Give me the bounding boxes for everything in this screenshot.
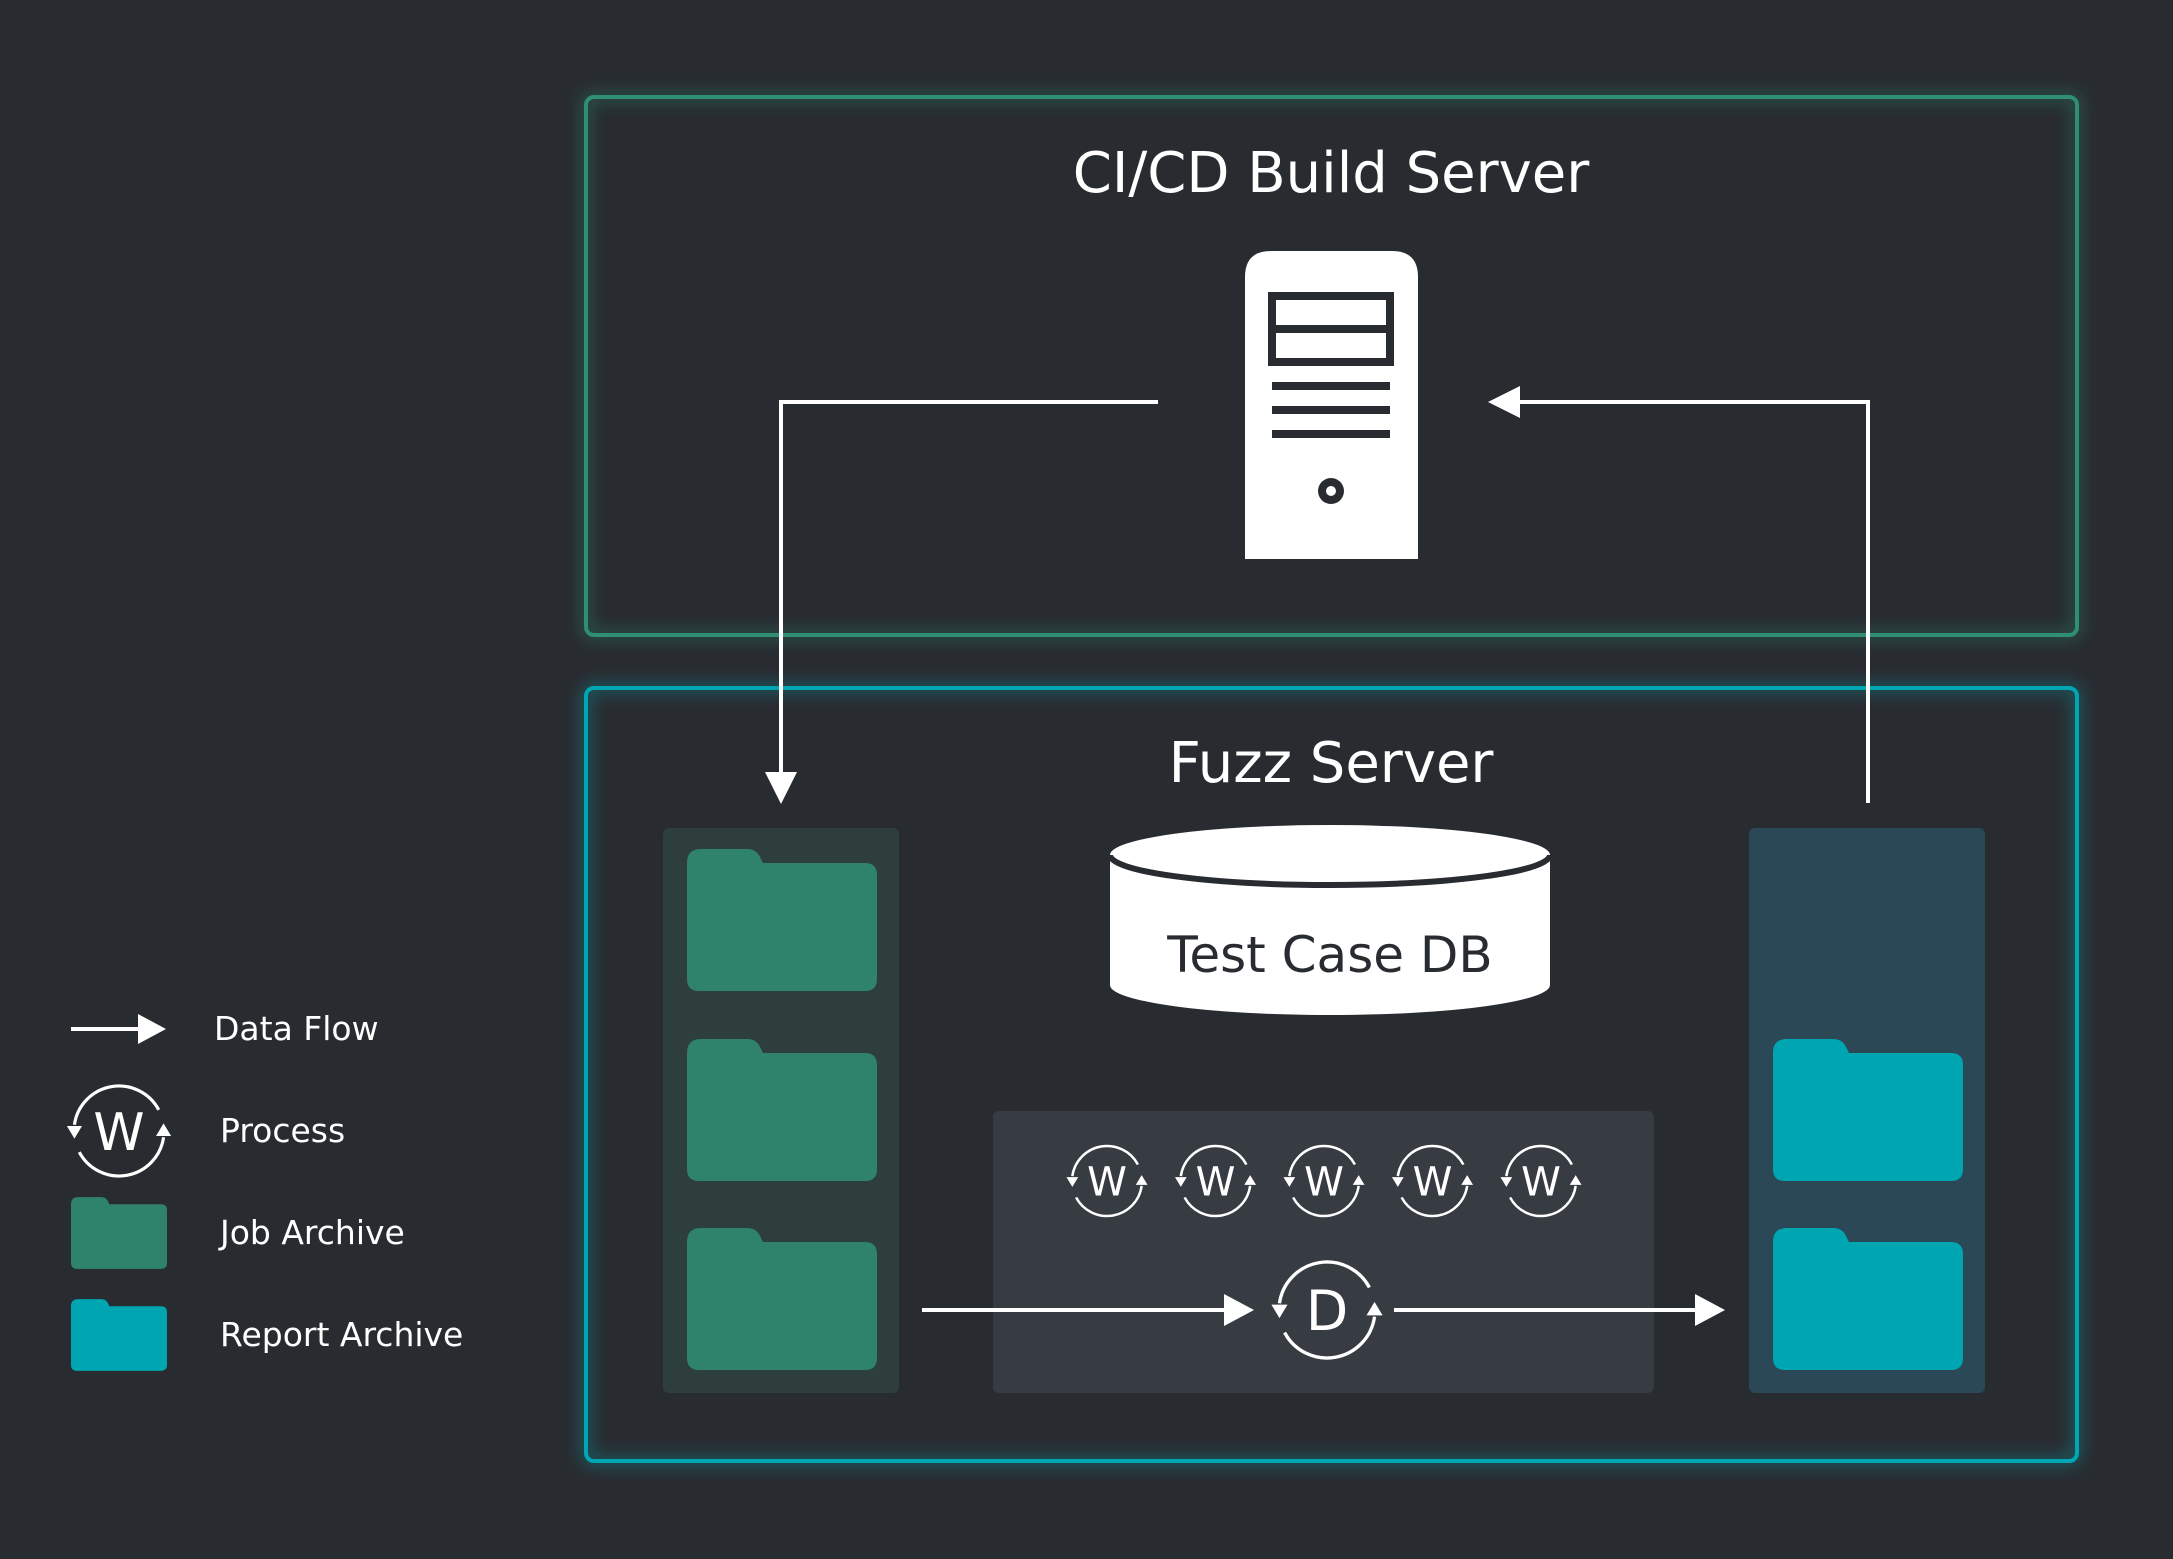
process-letter: W [93, 1103, 144, 1163]
database-label: Test Case DB [1166, 926, 1492, 984]
flow-job-archive-to-dispatcher-head [1224, 1294, 1254, 1326]
flow-dispatcher-to-report-archive-head [1695, 1294, 1725, 1326]
report-archive-column [1749, 828, 1985, 1393]
process-letter: W [1196, 1160, 1236, 1206]
legend-label-job-archive: Job Archive [218, 1213, 405, 1252]
fuzz-server-panel: Fuzz Server Test Case DB [584, 686, 2079, 1463]
flow-report-archive-to-build [1516, 400, 1870, 803]
build-server-border [584, 95, 2079, 637]
legend-label-report-archive: Report Archive [220, 1315, 463, 1354]
job-archive-folder-icon [687, 849, 877, 991]
worker-process-icon: W [1066, 1144, 1148, 1218]
server-tower-icon [1245, 251, 1418, 559]
folder-icon [71, 1197, 167, 1269]
process-letter: W [1413, 1160, 1453, 1206]
build-server-title: CI/CD Build Server [1073, 141, 1591, 206]
process-cycle-icon: W [66, 1084, 172, 1178]
database-cylinder-icon: Test Case DB [1107, 825, 1553, 1015]
process-letter: W [1087, 1160, 1127, 1206]
build-server-panel: CI/CD Build Server [584, 95, 2079, 637]
flow-report-archive-to-build-head [1488, 386, 1520, 418]
legend-item-process: W Process [66, 1084, 345, 1178]
fuzz-server-title: Fuzz Server [1169, 731, 1495, 796]
process-panel [993, 1111, 1654, 1393]
legend-label-process: Process [220, 1111, 345, 1150]
worker-process-icon: W [1500, 1144, 1582, 1218]
worker-process-icon: W [1391, 1144, 1474, 1218]
legend: Data Flow W Process Job Archive Report A… [66, 1009, 463, 1371]
job-archive-folder-icon [687, 1039, 877, 1181]
report-archive-folder-icon [1773, 1228, 1963, 1370]
legend-item-report-archive: Report Archive [71, 1299, 463, 1371]
worker-process-icon: W [1283, 1144, 1365, 1218]
job-archive-folder-icon [687, 1228, 877, 1370]
report-archive-folder-icon [1773, 1039, 1963, 1181]
data-flow-arrows [765, 386, 1870, 1326]
process-letter: W [1521, 1160, 1561, 1206]
dispatcher-icon: D [1271, 1260, 1383, 1360]
flow-build-to-job-archive-head [765, 772, 797, 804]
process-letter: D [1306, 1280, 1349, 1344]
worker-process-icon: W [1174, 1144, 1257, 1218]
arrow-right-icon [71, 1014, 166, 1044]
fuzz-server-border [584, 686, 2079, 1463]
legend-label-data-flow: Data Flow [214, 1009, 379, 1048]
job-archive-column [663, 828, 899, 1393]
process-letter: W [1304, 1160, 1344, 1206]
legend-item-job-archive: Job Archive [71, 1197, 405, 1269]
process-cycle-icon: W [66, 1084, 172, 1178]
folder-icon [71, 1299, 167, 1371]
dispatcher-process-icon: D [1271, 1260, 1383, 1360]
legend-item-data-flow: Data Flow [71, 1009, 379, 1048]
flow-build-to-job-archive [779, 400, 1158, 773]
